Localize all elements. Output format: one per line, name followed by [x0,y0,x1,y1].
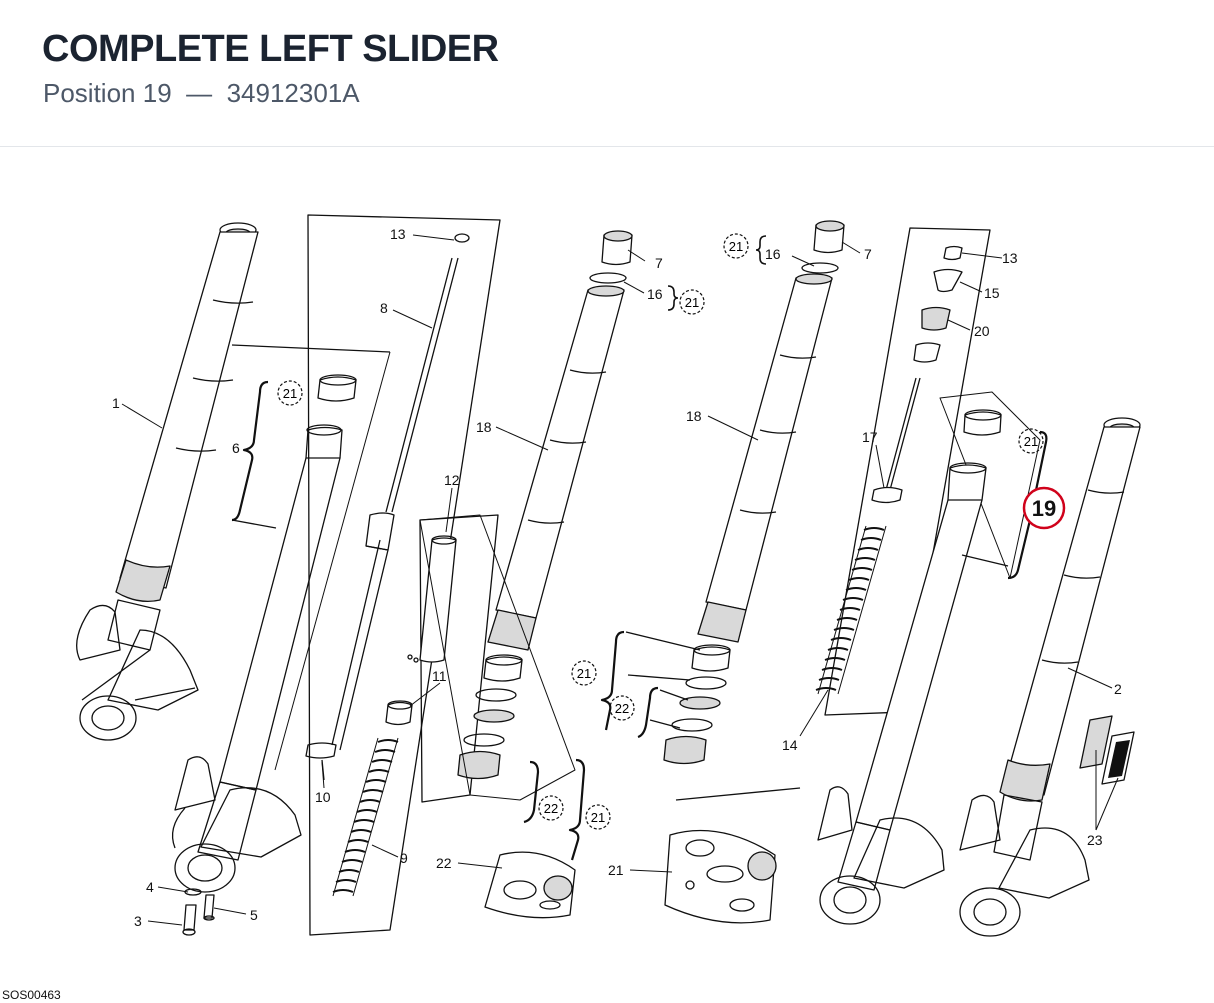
svg-text:21: 21 [283,386,297,401]
callout-12: 12 [444,472,460,488]
inner-tube-18-left [487,230,633,651]
callout-10: 10 [315,789,331,805]
callout-13-left: 13 [390,226,406,242]
callout-5: 5 [250,907,258,923]
kit-braces [667,235,767,311]
drawing-code: SOS00463 [2,988,61,1002]
stickers-23 [1079,715,1135,785]
kit-marker-22b: 22 [538,795,564,821]
callout-6: 6 [232,440,240,456]
fork-leg-2 [959,417,1141,937]
svg-text:21: 21 [577,666,591,681]
subtitle-part-number: 34912301A [226,78,360,108]
clamp-21 [664,829,777,924]
svg-text:21: 21 [591,810,605,825]
cartridge-stack [824,227,991,716]
callout-21: 21 [608,862,624,878]
damper-rod-8 [307,214,501,936]
fork-parts-linework [76,214,1141,937]
svg-text:22: 22 [615,701,629,716]
callout-18-left: 18 [476,419,492,435]
svg-text:22: 22 [544,801,558,816]
subtitle-position: 19 [142,78,172,108]
callout-3: 3 [134,913,142,929]
kit-marker-21f: 21 [585,804,611,830]
callout-23: 23 [1087,832,1103,848]
slider-19-group [855,391,1048,831]
spring-coils-14 [815,525,887,695]
callout-15: 15 [984,285,1000,301]
position-19-highlight: 19 [1022,486,1066,530]
seals-right-stack [600,630,801,801]
callout-7-left: 7 [655,255,663,271]
subtitle-prefix: Position [43,78,136,108]
callout-4: 4 [146,879,154,895]
position-19-label: 19 [1032,496,1056,521]
page-title: COMPLETE LEFT SLIDER [42,28,499,70]
callout-20: 20 [974,323,990,339]
seals-left-stack [419,514,586,861]
callout-1: 1 [112,395,120,411]
callout-13-right: 13 [1002,250,1018,266]
kit-marker-21b: 21 [679,289,705,315]
callout-11: 11 [432,668,447,684]
header: COMPLETE LEFT SLIDER Position 19 — 34912… [0,0,1214,147]
page-subtitle: Position 19 — 34912301A [43,78,360,109]
inner-tube-18-right [697,220,845,643]
subtitle-separator: — [186,78,213,108]
spring-coils-9 [332,737,399,897]
svg-text:21: 21 [1024,434,1038,449]
callout-2: 2 [1114,681,1122,697]
callout-8: 8 [380,300,388,316]
fork-bottom-mid [817,786,945,925]
kit-markers: 21 21 21 21 21 21 22 22 [277,233,1044,830]
clamp-22 [484,851,576,919]
fork-bottom-left [171,756,302,893]
callout-labels: 1 2 3 4 5 6 7 7 8 9 10 11 12 13 13 14 15… [112,226,1122,929]
kit-marker-21d: 21 [1018,428,1044,454]
callout-22: 22 [436,855,452,871]
kit-marker-22a: 22 [609,695,635,721]
leader-lines [121,234,1119,926]
bolts-3-4-5 [182,888,215,936]
kit-marker-21e: 21 [571,660,597,686]
slider-6 [219,344,391,791]
callout-7-right: 7 [864,246,872,262]
fork-leg-1 [76,222,259,741]
callout-16-right: 16 [765,246,781,262]
callout-9: 9 [400,850,408,866]
callout-16-left: 16 [647,286,663,302]
exploded-fork-diagram: 1 2 3 4 5 6 7 7 8 9 10 11 12 13 13 14 15… [76,214,1141,937]
callout-18-right: 18 [686,408,702,424]
svg-text:21: 21 [685,295,699,310]
svg-text:21: 21 [729,239,743,254]
kit-marker-21a: 21 [277,380,303,406]
kit-marker-21c: 21 [723,233,749,259]
callout-14: 14 [782,737,798,753]
callout-17: 17 [862,429,878,445]
